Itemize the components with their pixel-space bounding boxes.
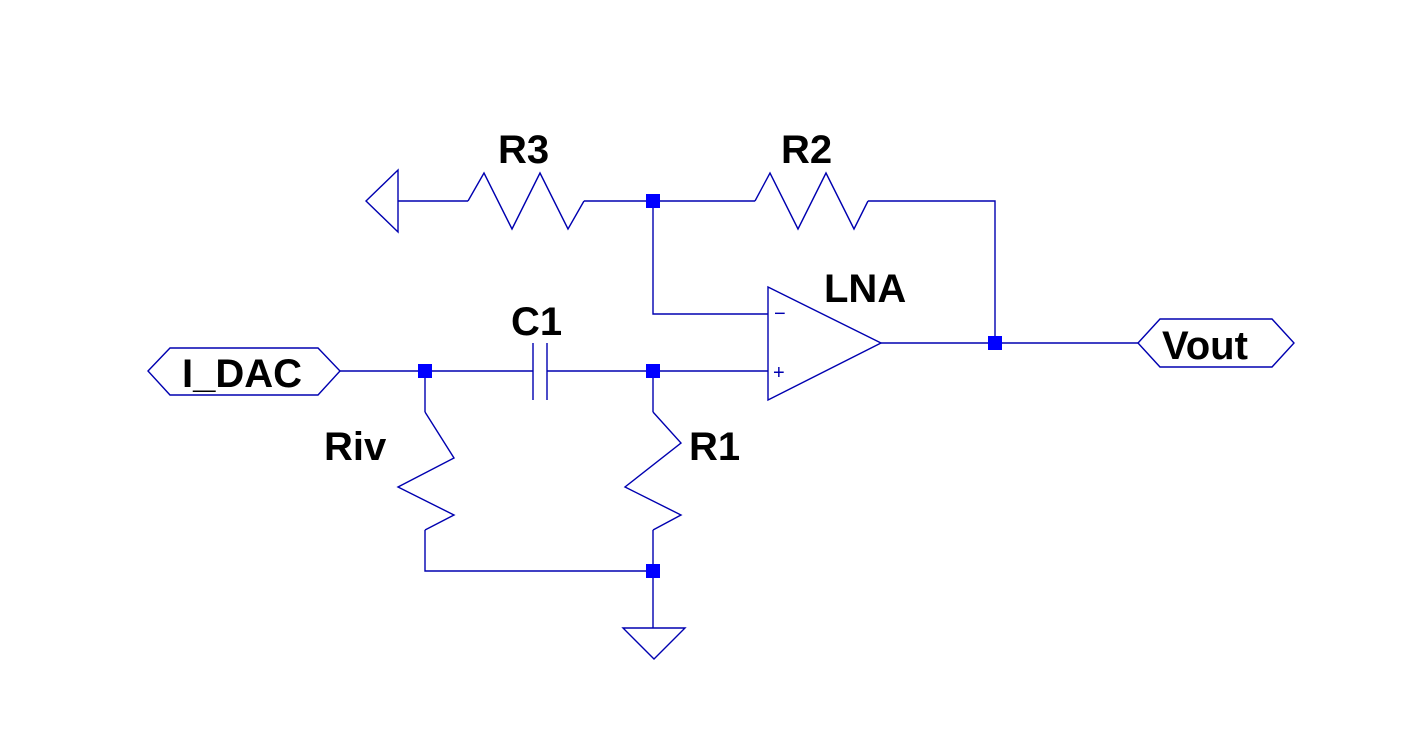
capacitor-c1 bbox=[532, 343, 548, 400]
opamp-lna bbox=[767, 285, 883, 402]
junction-node bbox=[988, 336, 1002, 350]
junction-node bbox=[646, 564, 660, 578]
ground-symbol-bottom bbox=[621, 627, 687, 660]
junction-node bbox=[646, 364, 660, 378]
port-flag-output bbox=[1137, 318, 1295, 368]
wires bbox=[340, 200, 1138, 628]
port-label-input: I_DAC bbox=[182, 352, 302, 396]
resistor-riv bbox=[396, 411, 456, 531]
wire-riv-bottom bbox=[424, 530, 653, 572]
port-label-output: Vout bbox=[1162, 324, 1248, 368]
label-r2: R2 bbox=[781, 128, 832, 172]
junction-nodes bbox=[418, 194, 1002, 578]
resistor-r1 bbox=[623, 411, 683, 531]
resistor-r2 bbox=[754, 171, 869, 231]
wire-r2-to-output bbox=[868, 200, 996, 343]
junction-node bbox=[646, 194, 660, 208]
wire-node-to-inverting-input bbox=[652, 201, 768, 315]
label-c1: C1 bbox=[511, 300, 562, 344]
label-riv: Riv bbox=[324, 425, 387, 469]
opamp-noninverting-pin-label: + bbox=[773, 362, 785, 384]
resistor-r3 bbox=[467, 171, 585, 231]
ground-symbol-left bbox=[364, 168, 399, 234]
label-r1: R1 bbox=[689, 425, 740, 469]
label-lna: LNA bbox=[824, 267, 906, 311]
junction-node bbox=[418, 364, 432, 378]
opamp-inverting-pin-label: − bbox=[774, 303, 786, 325]
label-r3: R3 bbox=[498, 128, 549, 172]
port-flag-input bbox=[147, 347, 341, 396]
